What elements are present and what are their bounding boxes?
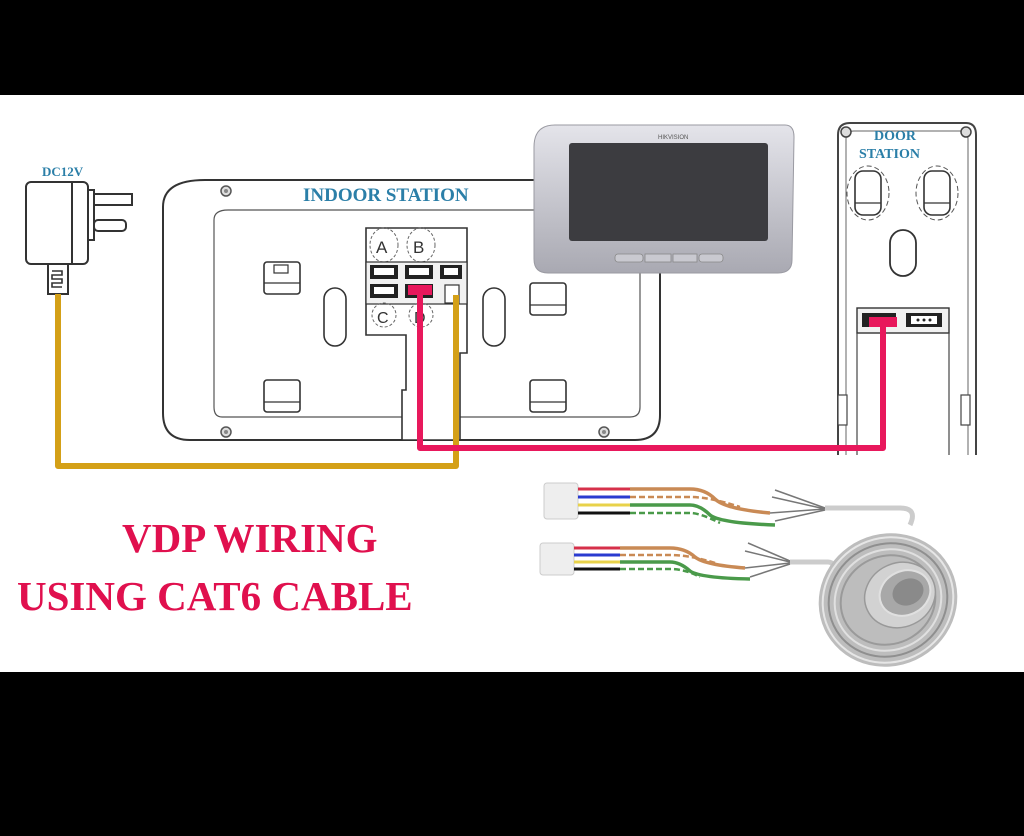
screw-icon	[840, 126, 852, 138]
door-signal-plug	[869, 317, 897, 327]
port-c-marker	[371, 302, 397, 328]
adapter-prong-bottom	[93, 219, 127, 232]
diagram-canvas: DC12V INDOOR STATION	[0, 95, 1024, 672]
dc12v-label: DC12V	[42, 164, 84, 179]
monitor-button[interactable]	[614, 253, 644, 263]
jst-connector	[539, 542, 575, 576]
cat6-pair-wire	[620, 553, 716, 565]
cat6-pair-wire	[630, 495, 741, 509]
port-b-marker	[406, 227, 436, 263]
cat6-cable-illustration	[539, 482, 958, 667]
mounting-slot	[482, 287, 506, 347]
twisted-pair-ends	[744, 542, 791, 578]
screw-icon	[960, 126, 972, 138]
screw-center	[224, 430, 228, 434]
signal-wire	[417, 290, 886, 451]
monitor-brand: HIKVISION	[658, 135, 688, 141]
cat6-jacket	[825, 505, 915, 527]
monitor-button[interactable]	[672, 253, 698, 263]
door-station-label-1: DOOR	[874, 129, 917, 144]
indoor-backplate-inner	[213, 209, 641, 418]
indoor-station-label: INDOOR STATION	[303, 185, 469, 206]
title-line-1: VDP WIRING	[122, 515, 378, 561]
mounting-slot	[323, 287, 347, 347]
signal-plug	[408, 285, 432, 295]
port-a-label: A	[376, 238, 388, 257]
title-line-2: USING CAT6 CABLE	[17, 573, 413, 619]
cat6-pair-wire	[630, 503, 776, 527]
adapter-body	[25, 181, 89, 265]
port-c-label: C	[377, 310, 389, 327]
door-station: DOOR STATION	[837, 122, 977, 455]
monitor-button[interactable]	[644, 253, 672, 263]
strain-relief-ridges	[51, 270, 63, 288]
monitor-buttons	[614, 253, 724, 263]
door-hook-right	[915, 165, 959, 221]
door-mounting-slot	[889, 229, 917, 277]
door-side-tab	[960, 394, 971, 426]
adapter-prong-top	[93, 193, 133, 206]
screw-center	[602, 430, 606, 434]
jst-connector	[543, 482, 579, 520]
twisted-pair-ends	[769, 489, 826, 522]
power-wire	[55, 294, 459, 469]
mounting-hook	[263, 261, 301, 295]
cat6-pair-wire	[620, 567, 701, 579]
cable-coil	[818, 533, 958, 667]
monitor-button[interactable]	[698, 253, 724, 263]
mounting-hook	[263, 379, 301, 413]
power-adapter: DC12V	[25, 164, 133, 295]
door-side-tab	[837, 394, 848, 426]
port-a-marker	[369, 227, 399, 263]
cat6-pair-wire	[630, 511, 721, 525]
port-b-label: B	[413, 238, 424, 257]
mounting-hook	[529, 282, 567, 316]
wiring-diagram: DC12V INDOOR STATION	[17, 122, 977, 667]
mounting-hook	[529, 379, 567, 413]
adapter-plug-base	[87, 189, 95, 241]
screw-center	[224, 189, 228, 193]
monitor-screen	[569, 143, 768, 241]
cat6-pair-wire	[620, 560, 751, 581]
door-hook-left	[846, 165, 890, 221]
indoor-monitor: HIKVISION	[533, 124, 795, 274]
door-station-label-2: STATION	[859, 147, 920, 162]
